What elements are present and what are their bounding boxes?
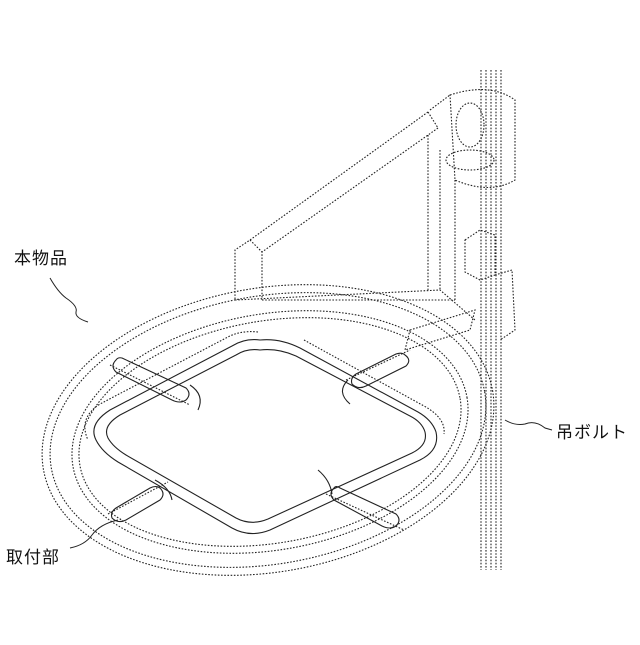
leader-product [50,278,88,322]
mounting-slots [108,350,410,530]
leader-bolt [505,420,552,430]
leader-mount [70,520,118,548]
bolt-clamp [430,90,515,340]
label-product: 本物品 [14,244,68,269]
inner-plate [85,332,444,534]
hanging-bolt [481,70,501,570]
label-hanging-bolt: 吊ボルト [556,418,628,443]
label-mounting-part: 取付部 [6,543,60,568]
